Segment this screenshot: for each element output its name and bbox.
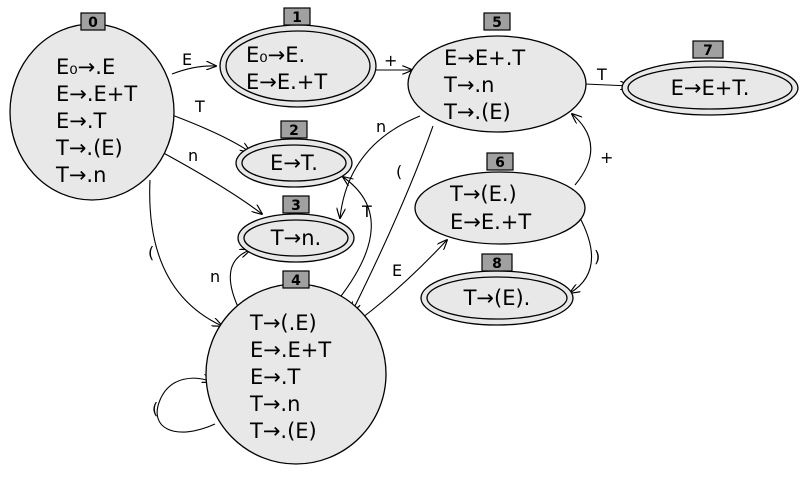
state-4-item: T→.(E)	[249, 419, 317, 443]
state-7-number: 7	[703, 43, 713, 59]
edge-label-4-4: (	[152, 399, 158, 418]
state-4-item: E→.E+T	[250, 338, 331, 362]
state-0-item: E→.T	[56, 109, 107, 133]
state-4-item: T→.n	[249, 392, 300, 416]
edge-label-5-4: (	[396, 162, 402, 181]
state-8-number-box	[481, 253, 513, 272]
state-6-number-box	[486, 152, 514, 171]
state-1-item: E→E.+T	[246, 70, 327, 94]
edge-label-5-7: T	[596, 65, 607, 84]
state-6-item: E→E.+T	[450, 210, 531, 234]
state-5-item: T→.(E)	[443, 100, 511, 124]
state-5-number-box	[483, 12, 511, 31]
state-0-number: 0	[88, 15, 98, 31]
edge-5-4	[352, 125, 434, 312]
state-4-item: E→.T	[250, 365, 301, 389]
state-5-item: T→.n	[443, 73, 494, 97]
state-2-item: E→T.	[270, 151, 318, 175]
state-1-number-box	[283, 7, 311, 26]
edge-label-4-3: n	[210, 267, 220, 286]
edge-4-6	[361, 240, 447, 319]
edge-6-5	[572, 114, 592, 186]
state-7-number-box	[692, 40, 724, 59]
edge-label-4-2: T	[361, 202, 372, 221]
edge-label-0-3: n	[188, 146, 198, 165]
state-1-item: E₀→E.	[246, 43, 305, 67]
edge-4-2	[337, 177, 372, 301]
edge-label-0-4: (	[148, 243, 154, 262]
state-3: 3 T→n.	[237, 195, 355, 263]
state-5: 5 E→E+.T T→.n T→.(E)	[407, 12, 587, 133]
edge-label-1-5: +	[384, 51, 397, 70]
edge-0-4	[149, 179, 222, 326]
state-0: 0 E₀→.E E→.E+T E→.T T→.(E) T→.n	[9, 12, 175, 201]
state-6-number: 6	[495, 155, 505, 171]
state-3-number: 3	[291, 198, 301, 214]
state-0-item: T→.(E)	[55, 136, 123, 160]
state-4-number: 4	[291, 273, 301, 289]
edge-4-4-loop	[156, 378, 216, 433]
state-6-item: T→(E.)	[449, 182, 517, 206]
state-0-number-box	[80, 12, 106, 31]
edge-6-8	[570, 215, 593, 293]
state-7: 7 E→E+T.	[621, 40, 799, 116]
state-0-item: E→.E+T	[56, 82, 137, 106]
state-2-number: 2	[289, 123, 299, 139]
state-4-item: T→(.E)	[249, 311, 317, 335]
edge-label-4-6: E	[392, 261, 402, 280]
edge-label-0-1: E	[182, 50, 192, 69]
edge-label-0-2: T	[194, 97, 205, 116]
state-8: 8 T→(E).	[420, 253, 574, 326]
state-0-item: T→.n	[55, 163, 106, 187]
state-4: 4 T→(.E) E→.E+T E→.T T→.n T→.(E)	[205, 270, 387, 465]
edge-5-3	[340, 115, 421, 218]
state-2-number-box	[280, 120, 308, 139]
state-4-number-box	[282, 270, 310, 289]
state-7-item: E→E+T.	[671, 76, 750, 100]
edge-0-2	[171, 114, 250, 152]
state-8-number: 8	[492, 256, 502, 272]
state-2: 2 E→T.	[235, 120, 353, 188]
edge-0-1	[171, 66, 216, 75]
state-1: 1 E₀→E. E→E.+T	[219, 7, 377, 108]
edge-4-3	[229, 250, 250, 308]
edge-label-5-3: n	[376, 117, 386, 136]
transitions: E T n ( + T n ( T n E ( + )	[148, 50, 630, 433]
edge-label-6-8: )	[594, 247, 600, 266]
edge-0-3	[157, 149, 262, 214]
state-0-item: E₀→.E	[56, 55, 115, 79]
state-3-number-box	[282, 195, 310, 214]
edge-label-6-5: +	[600, 148, 613, 167]
state-5-item: E→E+.T	[444, 46, 525, 70]
state-8-item: T→(E).	[463, 286, 531, 310]
state-5-number: 5	[492, 15, 502, 31]
state-1-number: 1	[292, 10, 302, 26]
state-6: 6 T→(E.) E→E.+T	[414, 152, 586, 245]
state-3-item: T→n.	[270, 226, 321, 250]
